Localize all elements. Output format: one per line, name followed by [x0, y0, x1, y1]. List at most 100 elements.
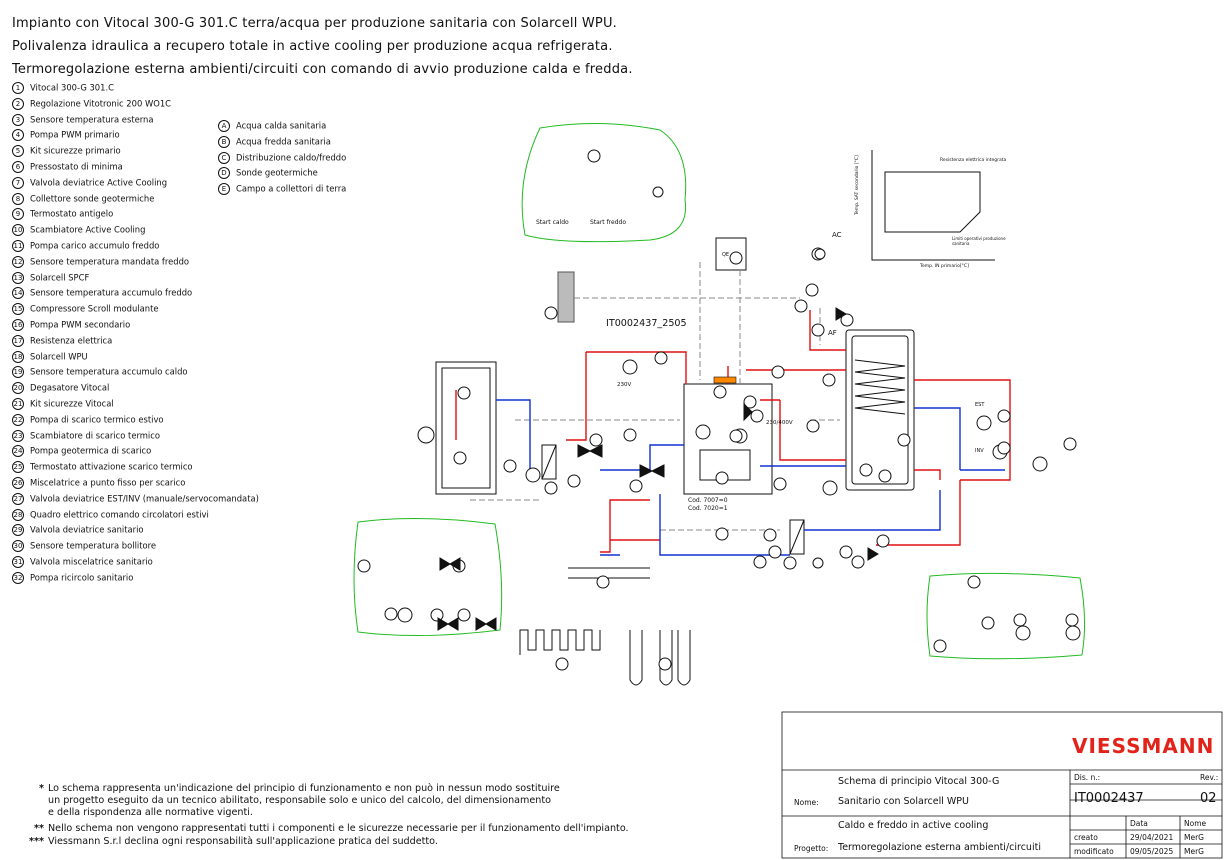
note-mark: ** — [33, 823, 44, 834]
expansion-vessel-bottom — [763, 528, 777, 542]
v230-label: 230V — [617, 382, 632, 388]
legend-number-badge: 23 — [12, 429, 24, 442]
legend-number-badge: 18 — [12, 350, 24, 363]
pump-detail-11 — [397, 607, 413, 623]
tb-nome-line2: Sanitario con Solarcell WPU — [838, 796, 969, 807]
legend-item-25: 25 Termostato attivazione scarico termico — [12, 461, 193, 474]
legend-item-label: Vitocal 300-G 301.C — [30, 82, 114, 93]
valve-7a — [577, 444, 603, 458]
start-caldo-label: Start caldo — [536, 219, 569, 226]
header-line-1: Impianto con Vitocal 300-G 301.C terra/a… — [12, 16, 618, 31]
legend-number-badge: 1 — [12, 82, 24, 94]
legend-item-label: Sensore temperatura bollitore — [30, 540, 157, 551]
tb-mod-name: MerG — [1184, 847, 1204, 856]
legend-item-label: Collettore sonde geotermiche — [30, 193, 155, 204]
tb-creato-date: 29/04/2021 — [1130, 833, 1174, 842]
legend-item-label: Miscelatrice a punto fisso per scarico — [30, 477, 186, 488]
expansion-vessel-right — [822, 480, 838, 496]
qe-label: QE — [722, 252, 730, 258]
valve-29 — [743, 402, 753, 422]
tb-dis-value: IT0002437 — [1074, 791, 1144, 806]
legend-letter-badge: D — [218, 167, 230, 180]
legend-item-label: Sensore temperatura mandata freddo — [30, 256, 190, 267]
legend-letter-badge: B — [218, 135, 230, 148]
expansion-vessel-left — [417, 426, 435, 444]
legend-item-label: Sensore temperatura accumulo caldo — [30, 366, 188, 377]
legend-number-badge: 22 — [12, 413, 24, 426]
legend-item-label: Pompa di scarico termico estivo — [30, 414, 164, 425]
note-mark: *** — [28, 836, 44, 847]
pump-11 — [525, 467, 541, 483]
legend-number-badge: 17 — [12, 334, 24, 347]
tb-nome-label: Nome: — [794, 798, 819, 807]
borehole-d — [629, 630, 691, 686]
v230400-label: 230/400V — [766, 420, 793, 426]
legend-letter-label: Distribuzione caldo/freddo — [236, 152, 347, 163]
note-text: Nello schema non vengono rappresentati t… — [48, 823, 629, 834]
legend-number-badge: 3 — [12, 113, 24, 126]
tb-mod-date: 09/05/2025 — [1130, 847, 1174, 856]
tb-prog-line2: Termoregolazione esterna ambienti/circui… — [838, 842, 1041, 853]
legend-item-label: Pompa geotermica di scarico — [30, 445, 152, 456]
legend-item-label: Sensore temperatura accumulo freddo — [30, 287, 193, 298]
detail-cloud-wiring-right — [926, 572, 1086, 660]
legend-number-badge: 2 — [12, 97, 24, 110]
start-freddo-label: Start freddo — [590, 219, 626, 226]
pump-24 — [768, 545, 782, 559]
pump-12 — [812, 557, 824, 569]
header-line-2: Polivalenza idraulica a recupero totale … — [12, 39, 613, 54]
legend-number-badge: 16 — [12, 319, 24, 331]
tb-progetto-label: Progetto: — [794, 844, 829, 853]
header-line-3: Termoregolazione esterna ambienti/circui… — [12, 62, 633, 77]
tb-dis-label: Dis. n.: — [1074, 773, 1101, 782]
legend-item-label: Quadro elettrico comando circolatori est… — [30, 509, 209, 520]
tank-spcf — [435, 361, 497, 495]
note-line: ***Viessmann S.r.l declina ogni responsa… — [26, 836, 438, 847]
tb-creato-name: MerG — [1184, 833, 1204, 842]
detail-cloud-wiring-left — [353, 517, 503, 637]
legend-item-2: 2 Regolazione Vitotronic 200 WO1C — [12, 97, 172, 110]
legend-item-label: Scambiatore Active Cooling — [30, 224, 146, 235]
legend-number-badge: 29 — [12, 524, 24, 537]
tb-creato-label: creato — [1074, 833, 1098, 842]
note-line: un progetto eseguito da un tecnico abili… — [26, 795, 551, 806]
valve-detail-7a — [439, 557, 461, 571]
legend-item-label: Termostato attivazione scarico termico — [30, 461, 193, 472]
legend-number-badge: 25 — [12, 461, 24, 474]
note-mark: * — [38, 783, 44, 794]
legend-item-label: Regolazione Vitotronic 200 WO1C — [30, 98, 172, 109]
legend-item-29: 29 Valvola deviatrice sanitario — [12, 524, 144, 537]
expansion-vessel-c — [1032, 456, 1048, 472]
legend-letter-C: C Distribuzione caldo/freddo — [218, 151, 347, 164]
tb-nome-col-label: Nome — [1184, 819, 1207, 828]
legend-item-label: Valvola deviatrice sanitario — [30, 524, 144, 535]
outdoor-wall — [557, 271, 575, 323]
exchanger-23 — [789, 519, 805, 555]
legend-item-1: 1 Vitocal 300-G 301.C — [12, 82, 114, 94]
legend-item-label: Solarcell WPU — [30, 351, 88, 362]
est-label: EST — [975, 402, 985, 408]
legend-letter-label: Sonde geotermiche — [236, 167, 318, 178]
legend-item-label: Scambiatore di scarico termico — [30, 430, 160, 441]
legend-number-badge: 13 — [12, 271, 24, 284]
valve-31 — [835, 307, 847, 321]
legend-item-label: Compressore Scroll modulante — [30, 303, 159, 314]
legend-letter-badge: A — [218, 120, 230, 132]
legend-number-badge: 11 — [12, 240, 24, 252]
legend-letter-badge: C — [218, 151, 230, 164]
